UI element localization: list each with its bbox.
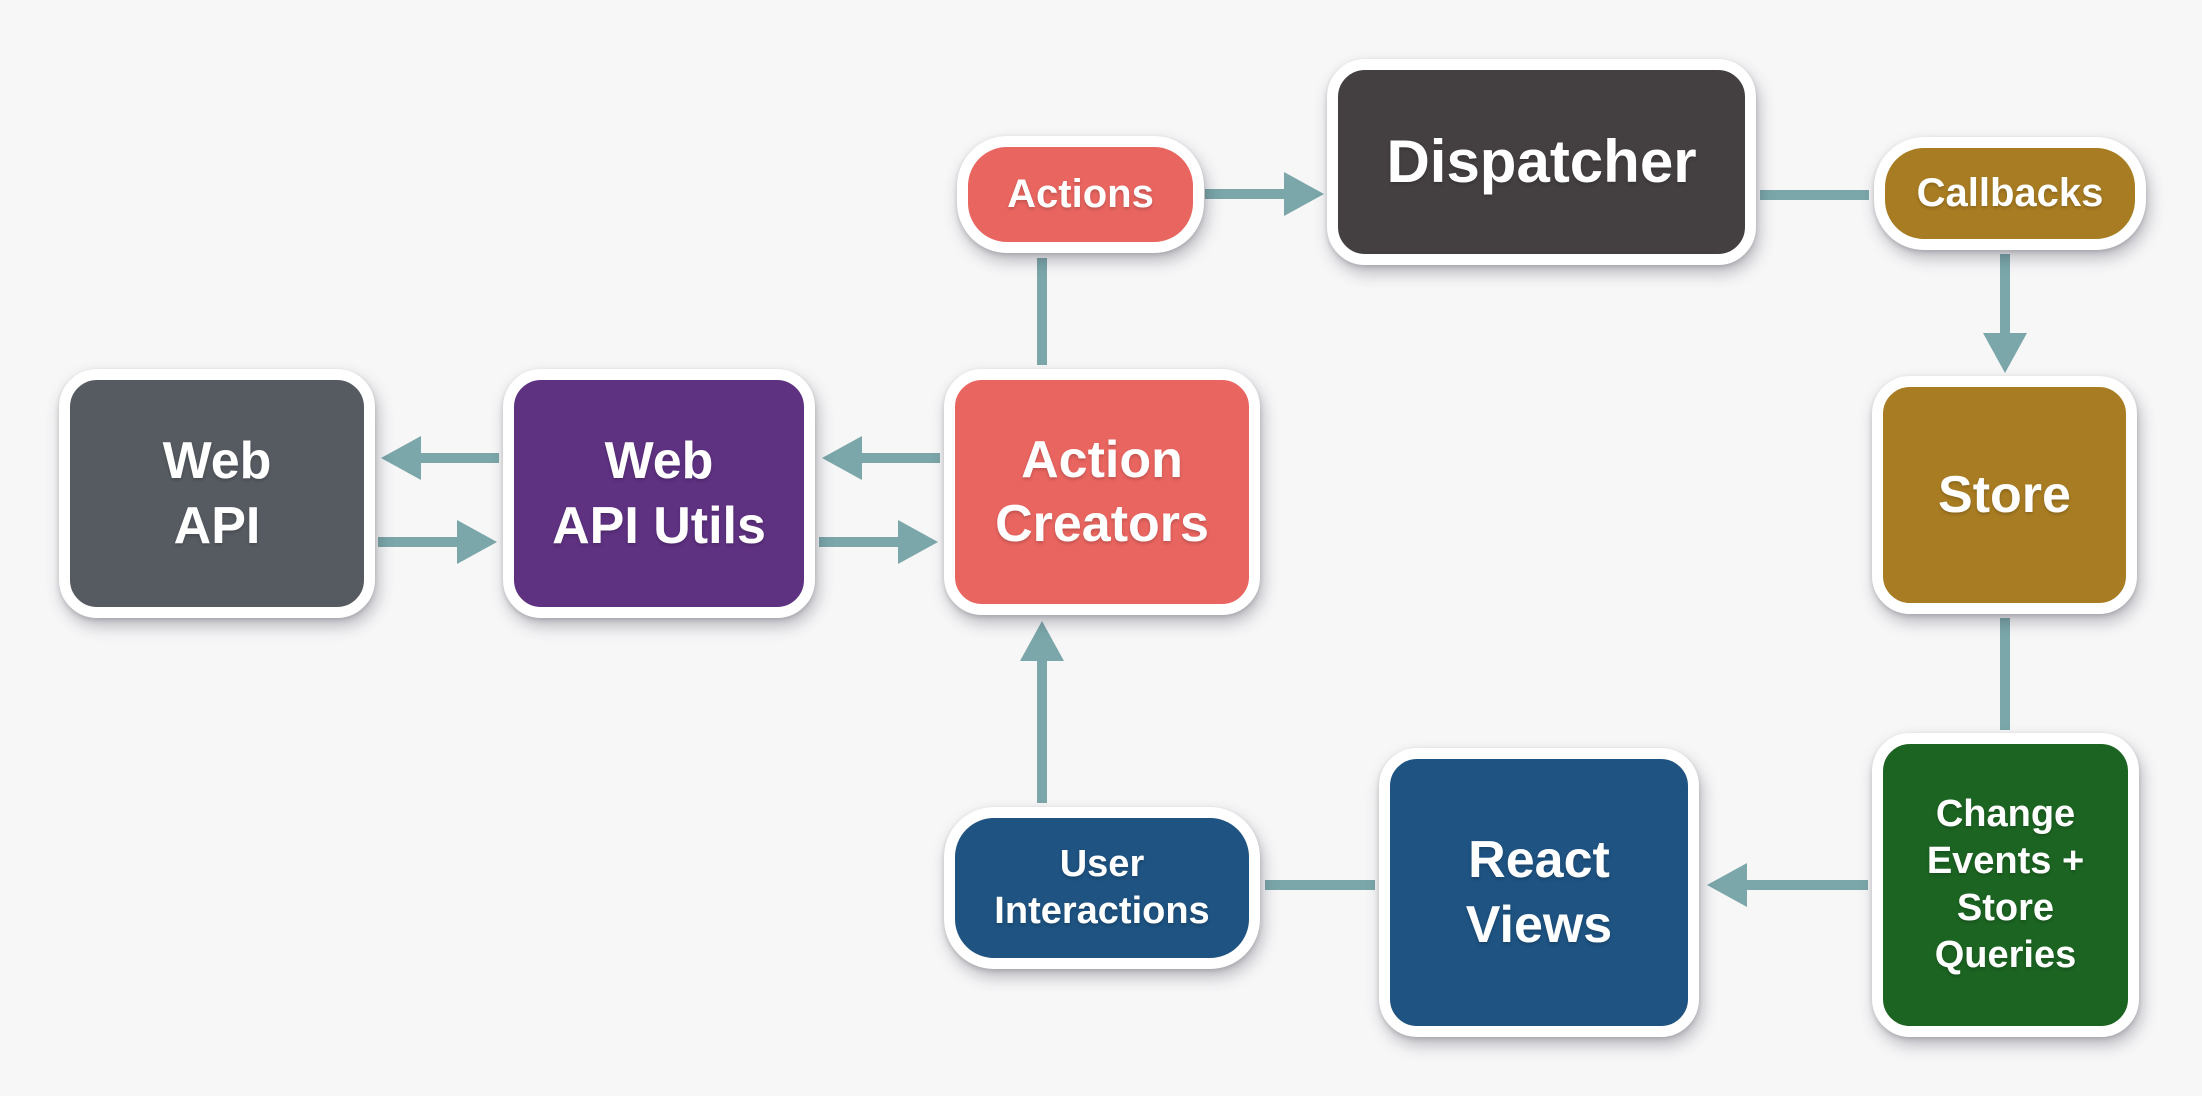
node-change-events: Change Events + Store Queries <box>1872 733 2139 1037</box>
edge-callbacks-store <box>1983 254 2027 373</box>
edge-change-events-react-views <box>1707 863 1868 907</box>
edge-web-api-utils-action-creators <box>819 520 938 564</box>
edge-web-api-web-api-utils <box>378 520 497 564</box>
node-web-api-utils: Web API Utils <box>503 369 815 618</box>
node-dispatcher: Dispatcher <box>1327 59 1756 265</box>
edge-web-api-utils-web-api <box>381 436 499 480</box>
node-web-api: Web API <box>59 369 375 618</box>
node-callbacks: Callbacks <box>1874 137 2146 250</box>
node-actions: Actions <box>957 136 1204 253</box>
node-user-interactions: User Interactions <box>944 807 1260 969</box>
node-action-creators: Action Creators <box>944 369 1260 615</box>
edge-user-interactions-action-creators <box>1020 621 1064 803</box>
node-react-views: React Views <box>1379 748 1699 1037</box>
edge-actions-dispatcher <box>1205 172 1324 216</box>
node-store: Store <box>1872 376 2137 614</box>
edge-action-creators-web-api-utils <box>822 436 940 480</box>
